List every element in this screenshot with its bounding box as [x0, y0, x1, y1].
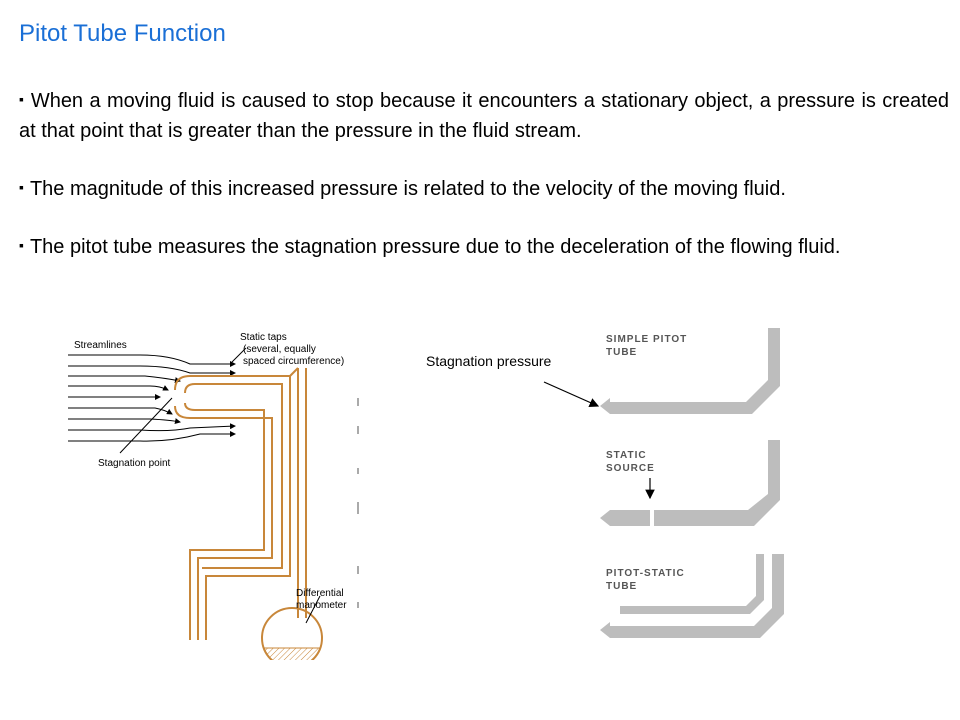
pitot-tube-diagram: Streamlines Static taps (several, equall… — [68, 332, 359, 660]
pitot-static-label: PITOT-STATIC — [606, 568, 685, 579]
simple-pitot-tube: SIMPLE PITOT TUBE — [600, 328, 780, 414]
manometer-leader — [305, 595, 321, 624]
bullet-text: The pitot tube measures the stagnation p… — [29, 236, 841, 258]
tube-types-diagram: Stagnation pressure SIMPLE PITOT TUBE ST… — [426, 328, 784, 638]
stagnation-pressure-callout: Stagnation pressure — [426, 353, 552, 369]
bullet-text: The magnitude of this increased pressure… — [29, 178, 786, 200]
static-source-label: SOURCE — [606, 463, 655, 474]
bullet-item: ▪ The magnitude of this increased pressur… — [19, 172, 949, 204]
stagnation-point-label: Stagnation point — [98, 458, 171, 469]
bullet-item: ▪When a moving fluid is caused to stop b… — [19, 84, 949, 146]
simple-pitot-label: TUBE — [606, 347, 637, 358]
bullet-marker: ▪ — [19, 179, 24, 195]
stagnation-point-leader — [119, 397, 173, 454]
bullet-marker: ▪ — [19, 237, 24, 253]
bullet-marker: ▪ — [19, 91, 25, 107]
static-source-label: STATIC — [606, 450, 647, 461]
static-taps-label: (several, equally — [243, 344, 316, 355]
pitot-static-label: TUBE — [606, 581, 637, 592]
manometer-label: Differential — [296, 588, 344, 599]
bullet-list: ▪When a moving fluid is caused to stop b… — [19, 84, 949, 288]
tube-body — [174, 367, 307, 640]
bullet-item: ▪ The pitot tube measures the stagnation … — [19, 230, 949, 262]
slide-title: Pitot Tube Function — [19, 20, 226, 47]
stagnation-pressure-arrow — [543, 381, 600, 407]
pitot-static-tube: PITOT-STATIC TUBE — [600, 554, 784, 638]
differential-manometer — [261, 607, 323, 660]
static-taps-leader — [231, 347, 247, 363]
bullet-text: When a moving fluid is caused to stop be… — [19, 90, 949, 142]
static-taps-label: Static taps — [240, 332, 287, 343]
simple-pitot-label: SIMPLE PITOT — [606, 334, 687, 345]
static-source-tube: STATIC SOURCE — [600, 440, 780, 526]
manometer-label: manometer — [296, 600, 347, 611]
streamlines — [68, 354, 236, 442]
streamlines-label: Streamlines — [74, 340, 127, 351]
static-taps-label: spaced circumference) — [243, 356, 344, 367]
